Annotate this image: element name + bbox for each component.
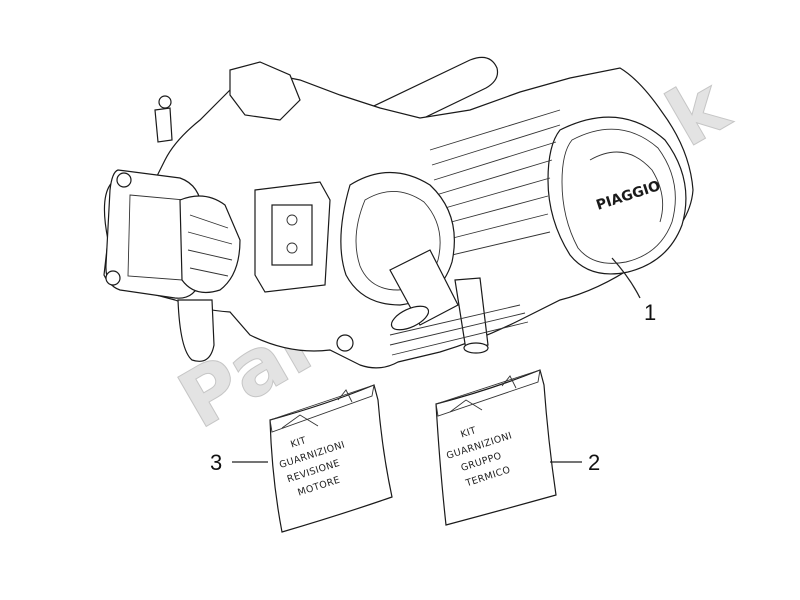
breather-cap bbox=[158, 95, 172, 109]
upper-bracket bbox=[229, 61, 301, 121]
callout-2: 2 bbox=[588, 450, 600, 475]
head-bolt-bottom bbox=[105, 270, 121, 286]
air-duct-opening bbox=[390, 305, 430, 331]
kit-bag-3-line-1: KIT bbox=[289, 435, 308, 450]
drain-pipe-end bbox=[463, 342, 489, 354]
throttle-housing bbox=[271, 204, 313, 266]
callout-1: 1 bbox=[644, 300, 656, 325]
exhaust-pipe bbox=[177, 299, 215, 362]
drain-pipe bbox=[454, 277, 489, 351]
air-duct bbox=[389, 249, 459, 326]
spark-cap bbox=[179, 195, 241, 293]
kit-bag-2-line-1: KIT bbox=[459, 425, 478, 440]
breather-fitting bbox=[154, 107, 173, 143]
kit-bag-cylinder-unit: KIT GUARNIZIONI GRUPPO TERMICO bbox=[435, 369, 582, 526]
kit-bag-engine-overhaul: KIT GUARNIZIONI REVISIONE MOTORE bbox=[232, 384, 393, 533]
engine-leader-line bbox=[611, 257, 641, 299]
callout-3: 3 bbox=[210, 450, 222, 475]
transmission-cover bbox=[547, 116, 687, 275]
head-bolt-top bbox=[116, 172, 132, 188]
engine-assembly: PIAGGIO bbox=[103, 56, 694, 369]
mount-bolt bbox=[336, 334, 354, 352]
